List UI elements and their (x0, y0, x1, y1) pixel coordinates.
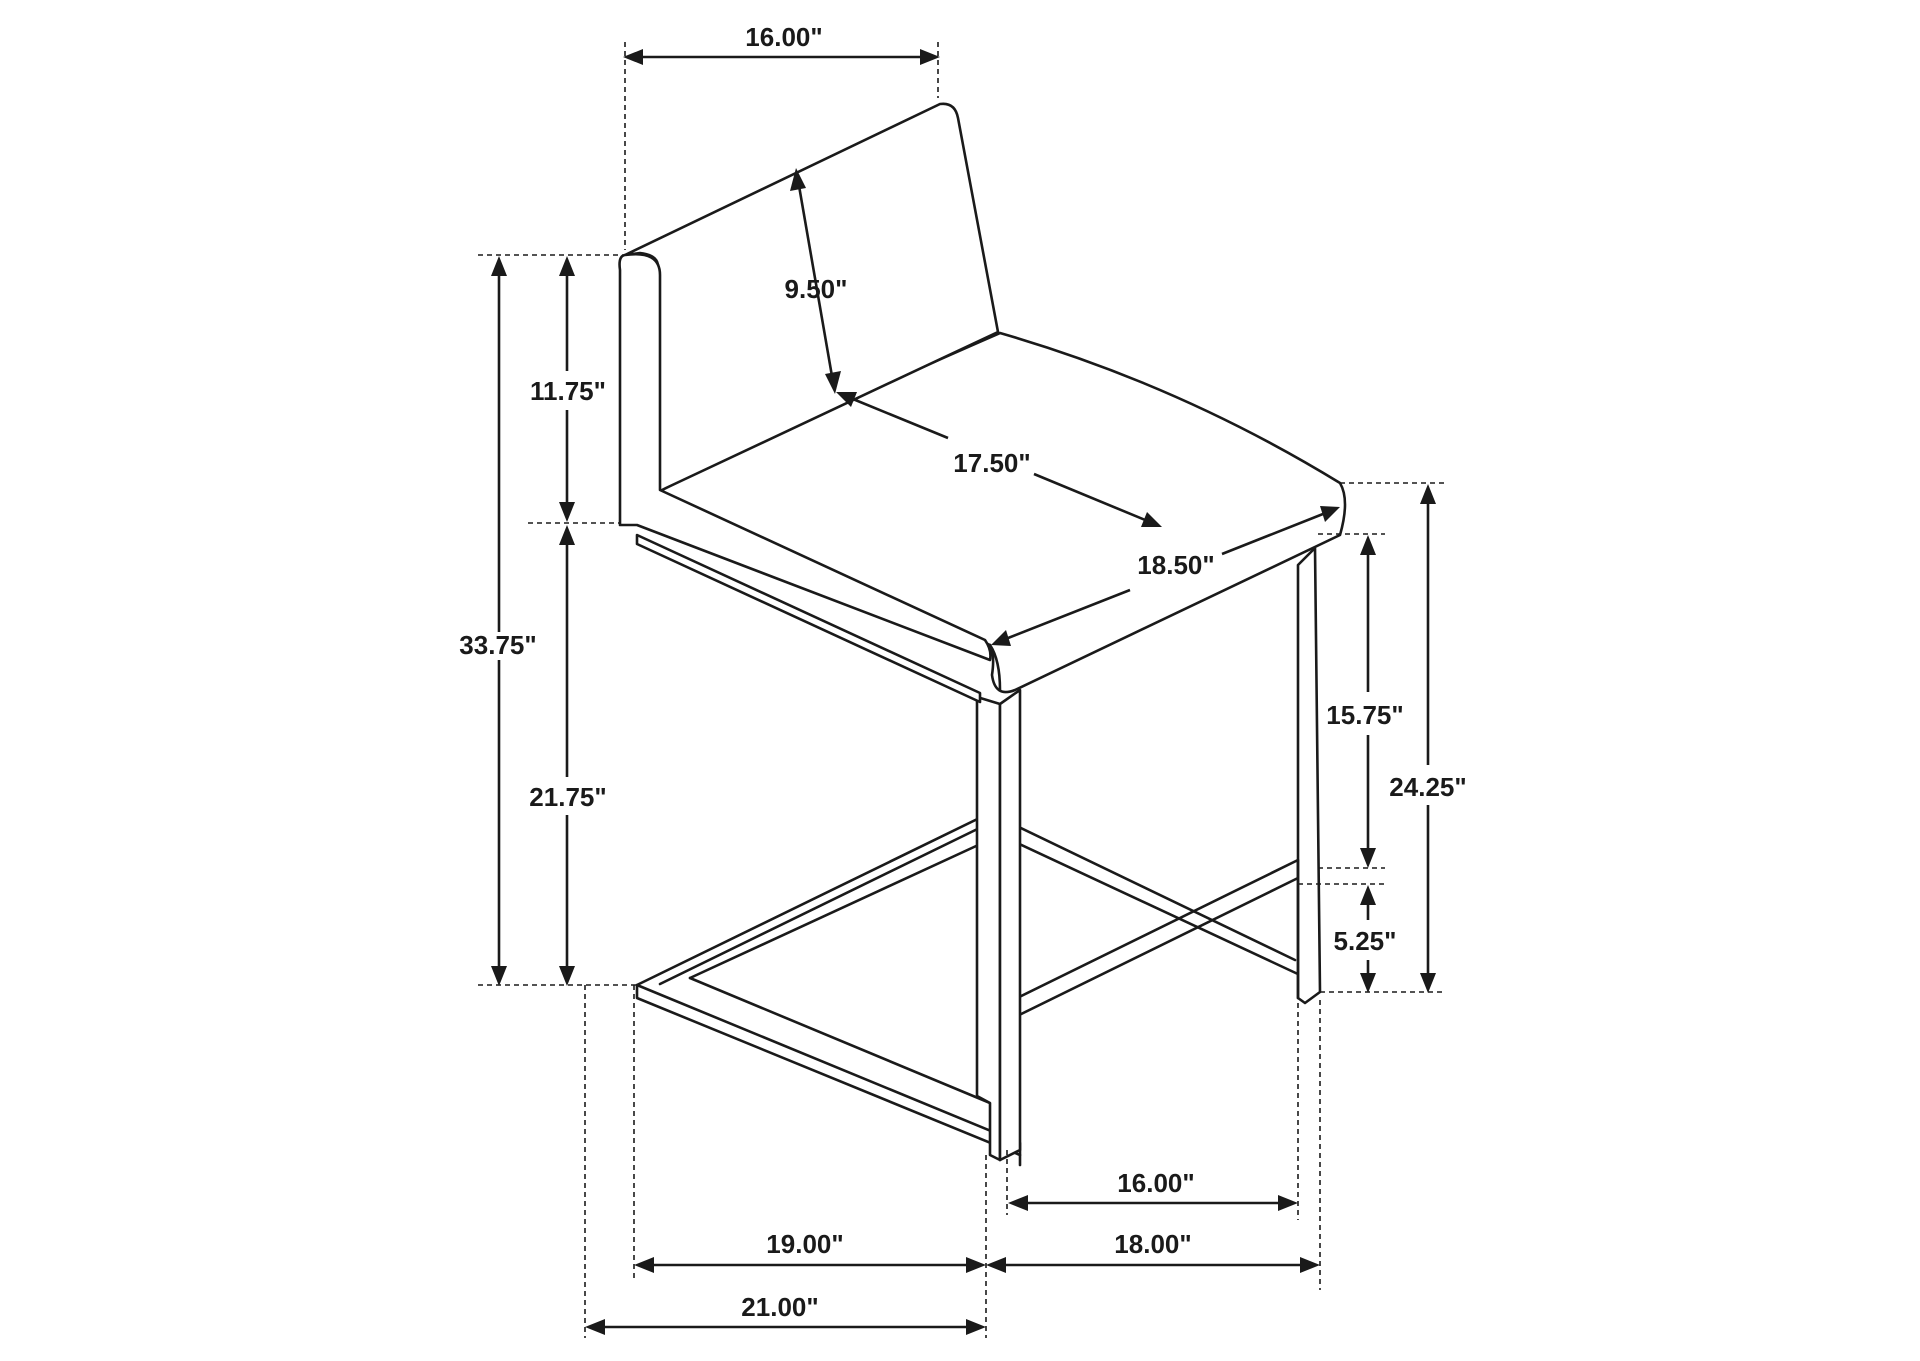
dimension-labels: 16.00" 9.50" 11.75" 33.75" 21.75" 17.50"… (459, 22, 1466, 1322)
label-overall-depth: 21.00" (741, 1292, 818, 1322)
label-overall-side-height: 24.25" (1389, 772, 1466, 802)
back-support (635, 533, 982, 704)
label-leg-height-upper: 15.75" (1326, 700, 1403, 730)
label-base-depth: 19.00" (766, 1229, 843, 1259)
label-backrest-height: 11.75" (530, 376, 606, 406)
label-base-width: 18.00" (1114, 1229, 1191, 1259)
label-back-width: 16.00" (745, 22, 822, 52)
label-seat-height: 21.75" (529, 782, 606, 812)
label-overall-height: 33.75" (459, 630, 536, 660)
label-back-height: 9.50" (785, 274, 848, 304)
backrest (618, 102, 1000, 662)
label-base-inner-width: 16.00" (1117, 1168, 1194, 1198)
dimension-lines (478, 42, 1445, 1338)
base-frame (635, 806, 1302, 1167)
front-legs (975, 546, 1322, 1162)
stool-drawing (618, 102, 1347, 1167)
label-seat-depth: 17.50" (953, 448, 1030, 478)
label-footrest-height: 5.25" (1334, 926, 1397, 956)
label-seat-width: 18.50" (1137, 550, 1214, 580)
